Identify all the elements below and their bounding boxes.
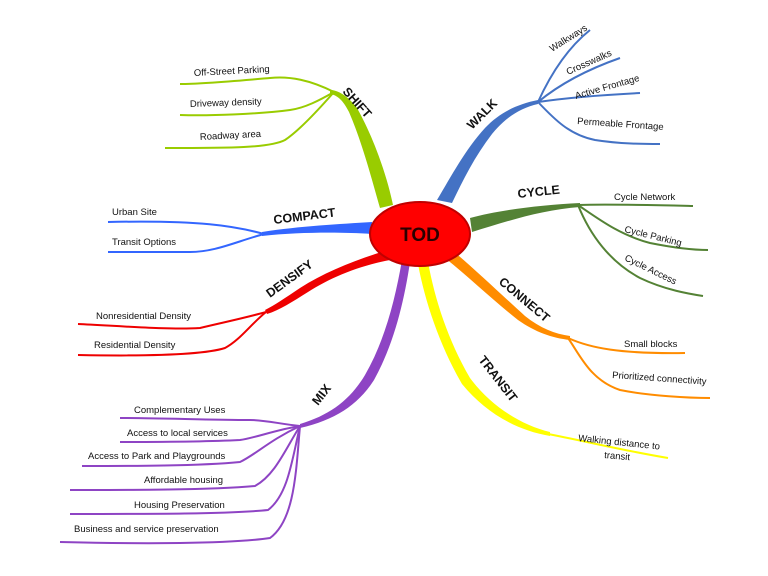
- branch-mix-leaf-5: Housing Preservation: [134, 500, 225, 511]
- branch-shift-twig-2: [179, 91, 335, 117]
- branch-walk-twig-4: [537, 101, 661, 145]
- branch-compact-label: COMPACT: [273, 205, 337, 227]
- branch-connect-twig-2: [567, 337, 711, 399]
- branch-mix-twig-2: [119, 425, 301, 443]
- branch-densify-twig-1: [77, 311, 267, 330]
- branch-compact-leaf-2: Transit Options: [112, 237, 176, 248]
- center-ellipse: [369, 201, 471, 267]
- center-label: TOD: [400, 225, 440, 246]
- branch-densify-trunk: [265, 250, 390, 314]
- branch-walk-leaf-4: Permeable Frontage: [577, 116, 664, 133]
- branch-walk-trunk: [437, 100, 538, 203]
- branch-connect-leaf-1: Small blocks: [624, 339, 678, 350]
- branch-mix-label: MIX: [309, 381, 334, 408]
- branch-cycle-twig-3: [577, 204, 704, 297]
- branch-walk-twig-3: [537, 92, 641, 103]
- branch-shift: SHIFT Off-Street Parking Driveway densit…: [164, 64, 393, 208]
- branch-walk-twig-2: [537, 57, 621, 103]
- branch-mix-trunk: [300, 260, 410, 428]
- branch-mix-leaf-4: Affordable housing: [144, 475, 223, 486]
- branch-cycle-twig-2: [577, 204, 709, 251]
- branch-compact-twig-1: [107, 220, 265, 235]
- branch-shift-leaf-3: Roadway area: [200, 129, 262, 143]
- branch-mix-twig-1: [119, 417, 301, 427]
- branch-mix-twig-3: [81, 425, 301, 467]
- branch-mix: MIX Complementary Uses Access to local s…: [59, 260, 410, 545]
- branch-connect-leaf-2: Prioritized connectivity: [612, 370, 707, 388]
- branch-connect-twig-1: [567, 337, 686, 355]
- branch-densify-twig-2: [77, 311, 267, 357]
- branch-walk: WALK Walkways Crosswalks Active Frontage…: [437, 23, 664, 203]
- branch-transit: TRANSIT Walking distance to transit: [418, 262, 669, 463]
- branch-mix-twig-4: [69, 425, 301, 491]
- branch-connect-trunk: [445, 250, 570, 340]
- branch-mix-leaf-3: Access to Park and Playgrounds: [88, 451, 226, 462]
- branch-mix-leaf-2: Access to local services: [127, 428, 228, 439]
- branch-compact-twig-2: [108, 233, 265, 254]
- branch-shift-twig-1: [179, 76, 335, 93]
- branch-compact: COMPACT Urban Site Transit Options: [107, 205, 372, 254]
- branch-densify-leaf-2: Residential Density: [94, 340, 176, 351]
- branch-compact-leaf-1: Urban Site: [112, 207, 157, 218]
- center-node: TOD: [369, 201, 471, 267]
- branch-shift-twig-3: [164, 91, 335, 149]
- branch-cycle-leaf-2: Cycle Parking: [623, 224, 683, 249]
- branch-compact-trunk: [262, 222, 372, 236]
- branch-mix-leaf-6: Business and service preservation: [74, 524, 219, 535]
- branch-cycle-twig-1: [577, 203, 694, 207]
- branch-transit-trunk: [418, 262, 550, 436]
- branch-mix-leaf-1: Complementary Uses: [134, 405, 226, 416]
- branch-mix-twig-6: [59, 425, 301, 545]
- branch-transit-twig-1: [547, 433, 669, 459]
- branch-transit-leaf-2: transit: [604, 450, 631, 463]
- branch-mix-twig-5: [69, 425, 301, 515]
- branch-connect: CONNECT Small blocks Prioritized connect…: [445, 250, 711, 399]
- branch-densify-leaf-1: Nonresidential Density: [96, 311, 191, 322]
- branch-shift-leaf-2: Driveway density: [190, 96, 262, 110]
- branch-shift-leaf-1: Off-Street Parking: [194, 64, 270, 79]
- branch-walk-leaf-3: Active Frontage: [574, 73, 641, 102]
- branch-cycle-trunk: [470, 203, 580, 232]
- branch-shift-trunk: [330, 90, 393, 208]
- branch-cycle-leaf-1: Cycle Network: [614, 192, 675, 203]
- branch-cycle-label: CYCLE: [517, 183, 561, 201]
- branch-densify: DENSIFY Nonresidential Density Residenti…: [77, 250, 390, 357]
- branch-walk-twig-1: [537, 29, 591, 103]
- branch-densify-label: DENSIFY: [264, 257, 317, 301]
